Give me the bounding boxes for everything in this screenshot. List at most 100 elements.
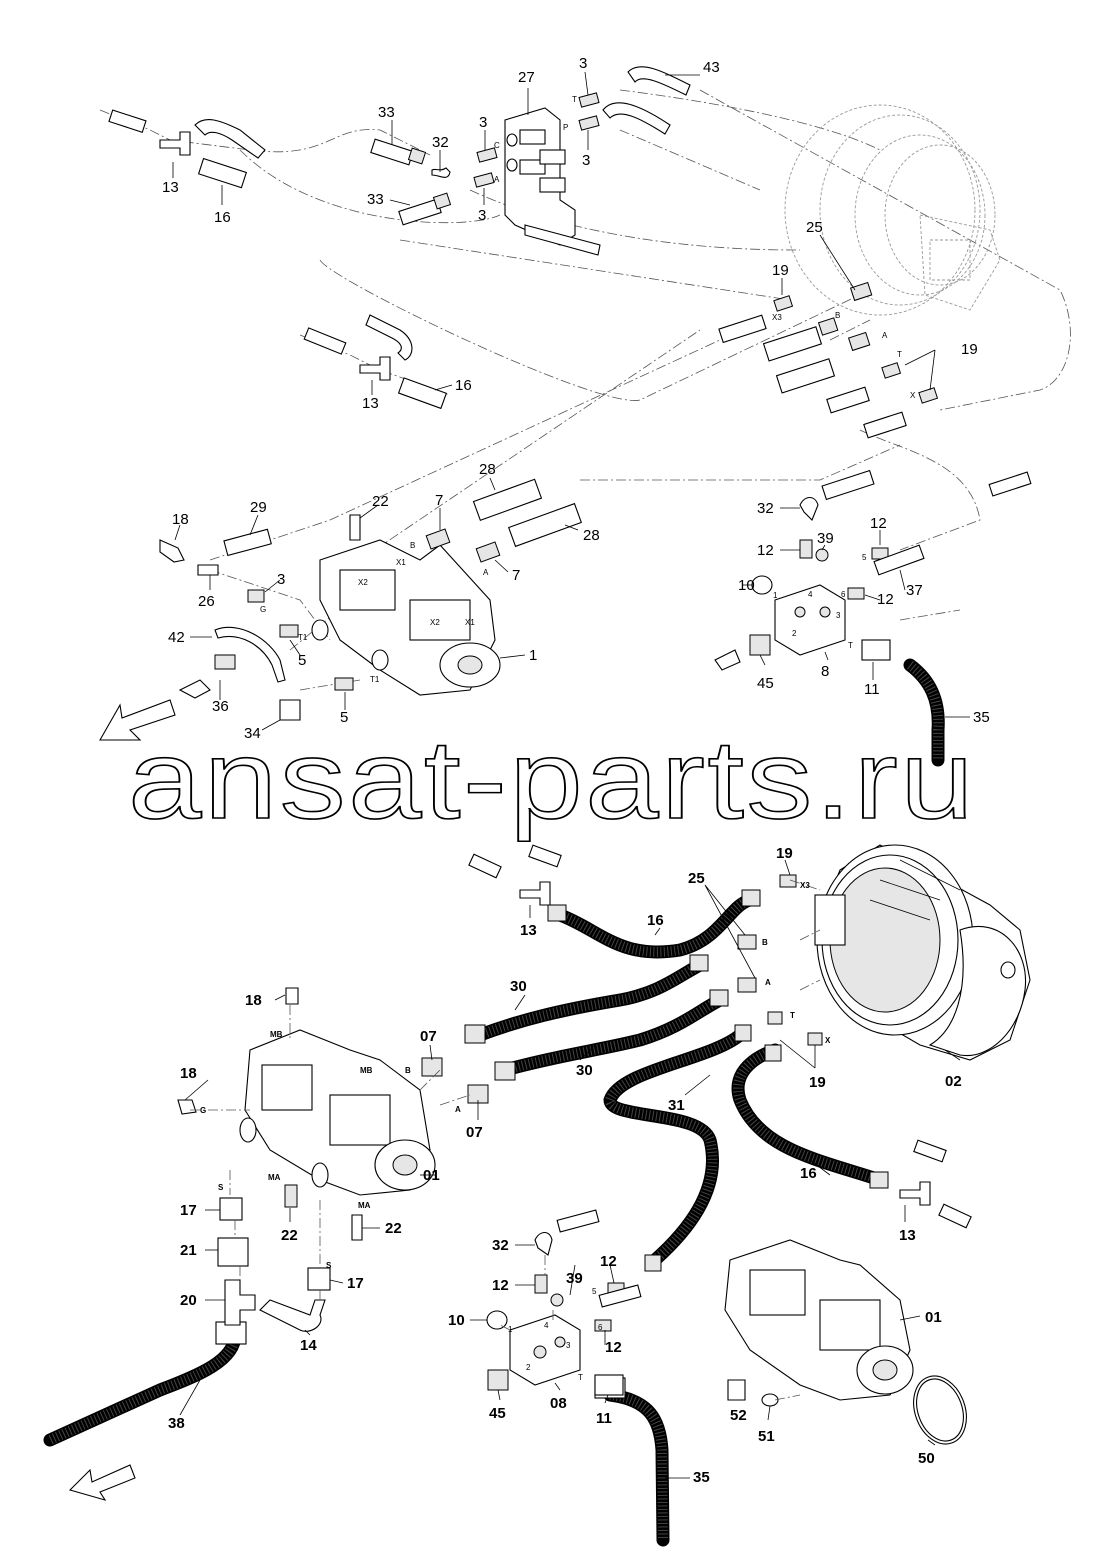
port-label: T — [572, 95, 577, 104]
part-number-label: 13 — [362, 395, 379, 412]
port-label: X2 — [358, 578, 368, 587]
leader-lines-top — [172, 71, 970, 731]
part-number-label: 12 — [492, 1277, 509, 1294]
pump-assembly-01-right — [724, 1239, 967, 1445]
port-label: 4 — [544, 1321, 549, 1330]
part-number-label: 16 — [800, 1165, 817, 1182]
part-number-label: 26 — [198, 593, 215, 610]
part-number-label: 42 — [168, 629, 185, 646]
part-number-label: 25 — [806, 219, 823, 236]
part-number-label: 22 — [281, 1227, 298, 1244]
part-number-label: 34 — [244, 725, 261, 742]
port-letters-bottom: X3 B A T X MB MB B A G MA MA S S 1 2 3 4… — [200, 881, 831, 1382]
port-label: G — [200, 1106, 206, 1115]
part-number-label: 19 — [809, 1074, 826, 1091]
part-number-label: 3 — [479, 114, 487, 131]
part-number-label: 39 — [566, 1270, 583, 1287]
part-number-label: 43 — [703, 59, 720, 76]
routing-lines — [99, 89, 1071, 691]
port-label: T1 — [298, 633, 308, 642]
part-number-label: 18 — [180, 1065, 197, 1082]
port-label: 3 — [566, 1341, 571, 1350]
part-number-label: 38 — [168, 1415, 185, 1432]
motor-hoses-top — [718, 281, 1032, 501]
part-number-label: 33 — [367, 191, 384, 208]
part-number-label: 07 — [420, 1028, 437, 1045]
leader-lines-bottom — [179, 859, 961, 1479]
travel-motor-02 — [814, 844, 1031, 1061]
part-number-label: 11 — [596, 1410, 612, 1427]
port-label: 6 — [598, 1323, 603, 1332]
item-numbers-top: 27 43 3 3 3 3 33 33 32 13 16 25 19 19 13… — [162, 55, 990, 742]
part-number-label: 18 — [172, 511, 189, 528]
part-number-label: 16 — [214, 209, 231, 226]
part-number-label: 21 — [180, 1242, 197, 1259]
part-number-label: 19 — [776, 845, 793, 862]
bottom-hoses — [43, 844, 972, 1547]
part-number-label: 32 — [492, 1237, 509, 1254]
part-number-label: 33 — [378, 104, 395, 121]
part-number-label: 5 — [298, 652, 306, 669]
port-label: 5 — [592, 1287, 597, 1296]
port-label: 2 — [792, 629, 797, 638]
part-number-label: 5 — [340, 709, 348, 726]
port-label: B — [762, 938, 768, 947]
part-number-label: 12 — [757, 542, 774, 559]
port-label: G — [260, 605, 266, 614]
port-label: A — [483, 568, 489, 577]
part-number-label: 12 — [600, 1253, 617, 1270]
port-label: C — [494, 141, 500, 150]
part-number-label: 35 — [973, 709, 990, 726]
part-number-label: 12 — [870, 515, 887, 532]
routing-lines-bottom — [190, 879, 821, 1401]
part-number-label: 16 — [647, 912, 664, 929]
port-label: X — [825, 1036, 831, 1045]
part-number-label: 7 — [512, 567, 520, 584]
port-label: 4 — [808, 590, 813, 599]
top-exploded-view: C A T P X3 B A T X B A X1 X2 X1 X2 G T1 … — [99, 55, 1071, 767]
port-label: 1 — [773, 591, 778, 600]
port-label: X1 — [396, 558, 406, 567]
suction-line-parts — [68, 1197, 331, 1501]
port-label: T — [790, 1011, 795, 1020]
bottom-assembly-view: X3 B A T X MB MB B A G MA MA S S 1 2 3 4… — [43, 844, 1031, 1547]
port-label: MA — [268, 1173, 281, 1182]
part-number-label: 22 — [385, 1220, 402, 1237]
part-number-label: 07 — [466, 1124, 483, 1141]
port-label: 5 — [862, 553, 867, 562]
part-number-label: 13 — [520, 922, 537, 939]
port-label: MB — [360, 1066, 373, 1075]
part-number-label: 11 — [864, 681, 880, 698]
part-number-label: 27 — [518, 69, 535, 86]
item-numbers-bottom: 19 25 13 16 30 30 18 18 07 07 01 02 31 1… — [168, 845, 962, 1486]
part-number-label: 12 — [605, 1339, 622, 1356]
part-number-label: 30 — [510, 978, 527, 995]
port-label: X2 — [430, 618, 440, 627]
part-number-label: 30 — [576, 1062, 593, 1079]
port-label: A — [882, 331, 888, 340]
part-number-label: 29 — [250, 499, 267, 516]
part-number-label: 13 — [162, 179, 179, 196]
part-number-label: 52 — [730, 1407, 747, 1424]
port-label: S — [326, 1261, 332, 1270]
part-number-label: 32 — [757, 500, 774, 517]
part-number-label: 08 — [550, 1395, 567, 1412]
watermark-text: ansat-parts.ru — [128, 717, 976, 842]
part-number-label: 14 — [300, 1337, 317, 1354]
part-number-label: 3 — [277, 571, 285, 588]
part-number-label: 13 — [899, 1227, 916, 1244]
part-number-label: 35 — [693, 1469, 710, 1486]
part-number-label: 19 — [961, 341, 978, 358]
port-label: B — [410, 541, 415, 550]
part-number-label: 8 — [821, 663, 829, 680]
port-label: S — [218, 1183, 224, 1192]
part-number-label: 32 — [432, 134, 449, 151]
part-number-label: 50 — [918, 1450, 935, 1467]
port-label: MA — [358, 1201, 371, 1210]
part-number-label: 28 — [479, 461, 496, 478]
manifold-8-top — [714, 496, 945, 767]
port-label: B — [405, 1066, 411, 1075]
part-number-label: 3 — [478, 207, 486, 224]
part-number-label: 16 — [455, 377, 472, 394]
part-number-label: 01 — [423, 1167, 440, 1184]
